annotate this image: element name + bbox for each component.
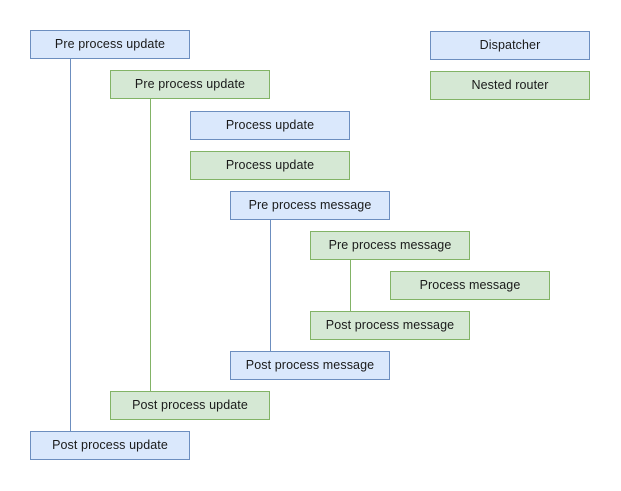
node-pre-process-message-nested[interactable]: Pre process message	[310, 231, 470, 260]
legend-item-nested[interactable]: Nested router	[430, 71, 590, 100]
node-pre-process-update-dispatcher[interactable]: Pre process update	[30, 30, 190, 59]
node-label: Process update	[225, 157, 315, 172]
node-label: Pre process update	[54, 36, 166, 51]
node-process-update-nested[interactable]: Process update	[190, 151, 350, 180]
node-post-process-update-nested[interactable]: Post process update	[110, 391, 270, 420]
node-pre-process-update-nested[interactable]: Pre process update	[110, 70, 270, 99]
connector-nested-3	[350, 260, 351, 311]
node-post-process-message-dispatcher[interactable]: Post process message	[230, 351, 390, 380]
node-process-update-dispatcher[interactable]: Process update	[190, 111, 350, 140]
node-label: Pre process message	[328, 237, 452, 252]
connector-dispatcher-2	[270, 220, 271, 351]
node-label: Post process message	[325, 317, 455, 332]
node-pre-process-message-dispatcher[interactable]: Pre process message	[230, 191, 390, 220]
node-label: Post process update	[52, 437, 168, 452]
legend-item-dispatcher[interactable]: Dispatcher	[430, 31, 590, 60]
node-label: Process message	[419, 277, 521, 292]
node-post-process-message-nested[interactable]: Post process message	[310, 311, 470, 340]
node-label: Pre process message	[248, 197, 372, 212]
node-label: Post process message	[245, 357, 375, 372]
connector-nested-1	[150, 99, 151, 391]
node-label: Pre process update	[134, 76, 246, 91]
node-label: Process update	[225, 117, 315, 132]
legend-item-label: Nested router	[471, 77, 549, 92]
node-post-process-update-dispatcher[interactable]: Post process update	[30, 431, 190, 460]
node-process-message-nested[interactable]: Process message	[390, 271, 550, 300]
connector-dispatcher-0	[70, 59, 71, 431]
node-label: Post process update	[132, 397, 248, 412]
legend-item-label: Dispatcher	[479, 37, 541, 52]
